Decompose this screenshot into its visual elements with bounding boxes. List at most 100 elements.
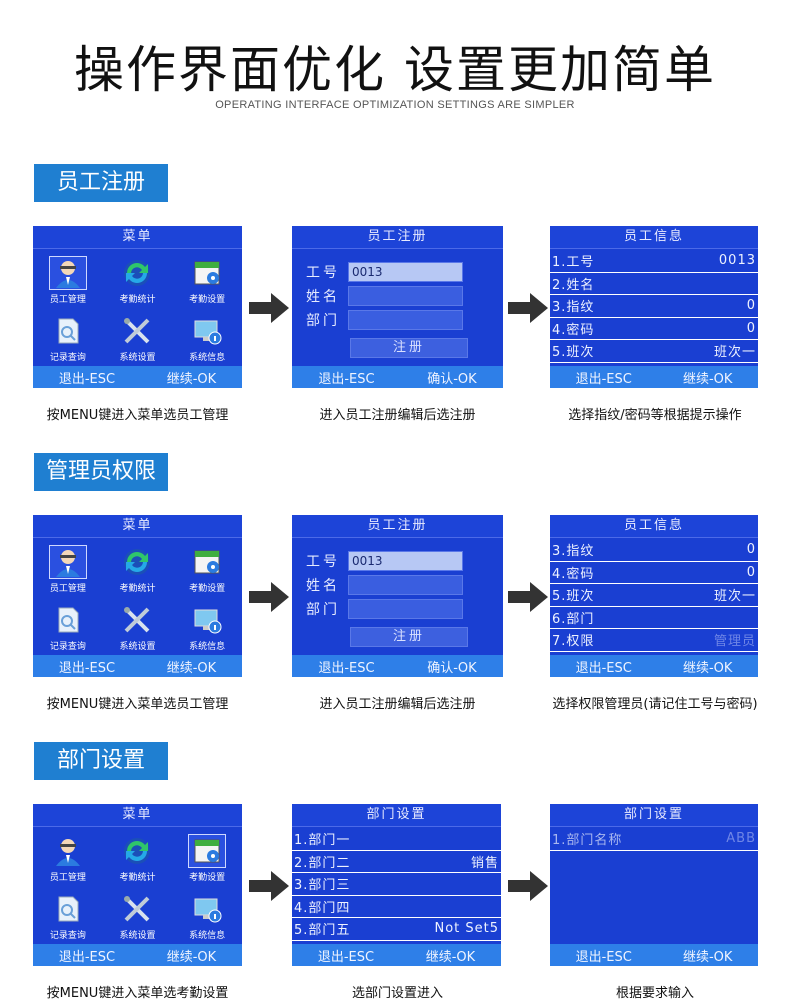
- tools-icon: [119, 604, 155, 636]
- field-label: 部门: [306, 601, 340, 618]
- menu-item-employee-management[interactable]: 员工管理: [33, 250, 103, 308]
- ok-hint: 继续-OK: [425, 949, 476, 965]
- esc-hint: 退出-ESC: [318, 660, 375, 676]
- esc-hint: 退出-ESC: [575, 949, 632, 965]
- esc-hint: 退出-ESC: [317, 949, 375, 965]
- field-label: 姓名: [306, 577, 340, 594]
- ok-hint: 确认-OK: [427, 371, 477, 387]
- screen-title: 部门设置: [550, 804, 758, 827]
- field-label: 工号: [306, 264, 340, 281]
- menu-item-system-info[interactable]: 系统信息: [172, 886, 242, 944]
- list-item[interactable]: 7.权限管理员: [550, 629, 758, 652]
- ok-hint: 继续-OK: [682, 371, 733, 387]
- screen-title: 菜单: [33, 515, 242, 538]
- menu-item-record-query[interactable]: 记录查询: [33, 886, 103, 944]
- arrow-right-icon: [249, 871, 289, 901]
- document-icon: [50, 315, 86, 347]
- arrow-right-icon: [249, 582, 289, 612]
- document-icon: [50, 893, 86, 925]
- menu-item-system-settings[interactable]: 系统设置: [103, 597, 173, 655]
- department-field[interactable]: [348, 598, 463, 619]
- refresh-icon: [119, 835, 155, 867]
- menu-item-employee-management[interactable]: 员工管理: [33, 828, 103, 886]
- menu-item-attendance-stats[interactable]: 考勤统计: [103, 539, 173, 597]
- list-item[interactable]: 4.部门四: [292, 896, 501, 918]
- esc-hint: 退出-ESC: [575, 371, 632, 387]
- tools-icon: [119, 315, 155, 347]
- menu-item-attendance-settings[interactable]: 考勤设置: [172, 828, 242, 886]
- menu-item-record-query[interactable]: 记录查询: [33, 308, 103, 366]
- field-label: 部门: [306, 312, 340, 329]
- step-caption: 按MENU键进入菜单选员工管理: [46, 697, 229, 712]
- menu-screen: 菜单 员工管理 考勤统计 考勤设置 记录查询 系统设置 系统信息 退出-ESC 继…: [33, 515, 242, 677]
- calendar-icon: [189, 257, 225, 289]
- ok-hint: 确认-OK: [427, 660, 477, 676]
- screen-title: 员工注册: [292, 515, 503, 538]
- arrow-right-icon: [508, 293, 548, 323]
- menu-item-attendance-stats[interactable]: 考勤统计: [103, 828, 173, 886]
- menu-item-attendance-stats[interactable]: 考勤统计: [103, 250, 173, 308]
- user-icon: [50, 835, 86, 867]
- menu-item-employee-management[interactable]: 员工管理: [33, 539, 103, 597]
- list-item[interactable]: 6.部门: [550, 607, 758, 629]
- step-caption: 进入员工注册编辑后选注册: [319, 697, 476, 712]
- esc-hint: 退出-ESC: [58, 371, 116, 387]
- list-item[interactable]: 5.班次班次一: [550, 584, 758, 607]
- ok-hint: 继续-OK: [166, 660, 217, 676]
- field-label: 姓名: [306, 288, 340, 305]
- list-item[interactable]: 3.部门三: [292, 873, 501, 896]
- list-item[interactable]: 5.班次班次一: [550, 340, 758, 363]
- menu-item-system-info[interactable]: 系统信息: [172, 308, 242, 366]
- monitor-icon: [189, 604, 225, 636]
- name-field[interactable]: [348, 574, 463, 595]
- ok-hint: 继续-OK: [682, 949, 733, 965]
- name-field[interactable]: [348, 285, 463, 306]
- step-caption: 进入员工注册编辑后选注册: [319, 408, 476, 423]
- menu-item-record-query[interactable]: 记录查询: [33, 597, 103, 655]
- step-caption: 选择指纹/密码等根据提示操作: [568, 408, 742, 423]
- refresh-icon: [119, 257, 155, 289]
- register-button[interactable]: 注册: [350, 338, 468, 358]
- employee-id-field[interactable]: 0013: [348, 550, 463, 571]
- step-caption: 选择权限管理员(请记住工号与密码): [552, 697, 758, 712]
- arrow-right-icon: [249, 293, 289, 323]
- employee-id-field[interactable]: 0013: [348, 261, 463, 282]
- step-caption: 按MENU键进入菜单选员工管理: [46, 408, 229, 423]
- list-item[interactable]: 2.部门二销售: [292, 851, 501, 873]
- list-item[interactable]: 2.姓名: [550, 273, 758, 295]
- screen-footer: 退出-ESC 继续-OK: [292, 944, 501, 966]
- menu-item-system-settings[interactable]: 系统设置: [103, 886, 173, 944]
- calendar-icon: [189, 546, 225, 578]
- department-field[interactable]: [348, 309, 463, 330]
- esc-hint: 退出-ESC: [58, 660, 116, 676]
- list-item[interactable]: 1.部门一: [292, 828, 501, 851]
- user-icon: [48, 256, 87, 290]
- menu-item-attendance-settings[interactable]: 考勤设置: [172, 250, 242, 308]
- menu-item-system-info[interactable]: 系统信息: [172, 597, 242, 655]
- menu-item-system-settings[interactable]: 系统设置: [103, 308, 173, 366]
- arrow-right-icon: [508, 871, 548, 901]
- register-button[interactable]: 注册: [350, 627, 468, 647]
- page-subtitle: OPERATING INTERFACE OPTIMIZATION SETTING…: [215, 99, 575, 111]
- menu-item-attendance-settings[interactable]: 考勤设置: [172, 539, 242, 597]
- monitor-icon: [189, 315, 225, 347]
- step-caption: 按MENU键进入菜单选考勤设置: [46, 986, 229, 1001]
- arrow-right-icon: [508, 582, 548, 612]
